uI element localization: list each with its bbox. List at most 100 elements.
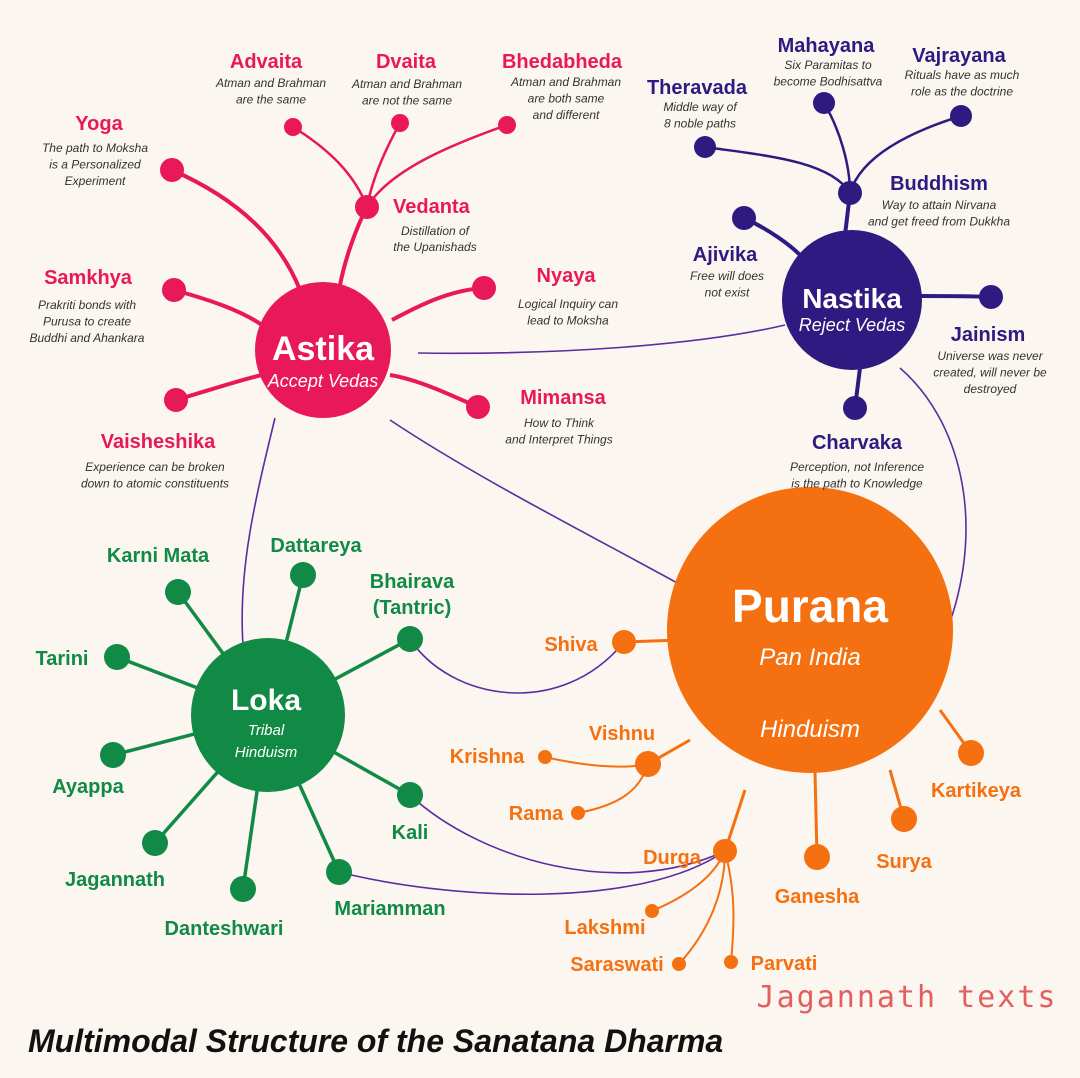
astika-node-dot xyxy=(160,158,184,182)
label: Accept Vedas xyxy=(267,371,378,391)
label: Prakriti bonds with xyxy=(38,298,136,312)
label: Hinduism xyxy=(760,716,860,743)
loka-hub xyxy=(191,638,345,792)
astika-branch xyxy=(391,286,485,322)
label: down to atomic constituents xyxy=(81,477,229,491)
label: Krishna xyxy=(450,746,525,768)
loka-node-dot xyxy=(397,782,423,808)
label: Experience can be broken xyxy=(85,460,225,474)
label: 8 noble paths xyxy=(664,117,736,131)
label: Ganesha xyxy=(775,886,860,908)
label: Rama xyxy=(509,803,564,825)
label: role as the doctrine xyxy=(911,85,1013,99)
label: Perception, not Inference xyxy=(790,460,924,474)
vedanta-branch xyxy=(365,122,402,208)
label: Samkhya xyxy=(44,267,133,289)
label: Bhedabheda xyxy=(502,51,623,73)
nastika-node-dot xyxy=(838,181,862,205)
label: Karni Mata xyxy=(107,545,210,567)
label: Charvaka xyxy=(812,432,903,454)
purana-node-dot xyxy=(571,806,585,820)
label: Mariamman xyxy=(334,898,445,920)
astika-node-dot xyxy=(355,195,379,219)
label: (Tantric) xyxy=(373,597,452,619)
label: Ajivika xyxy=(693,244,758,266)
label: Reject Vedas xyxy=(799,315,905,335)
label: become Bodhisattva xyxy=(774,75,883,89)
label: the Upanishads xyxy=(393,240,476,254)
label: How to Think xyxy=(524,416,595,430)
label: Multimodal Structure of the Sanatana Dha… xyxy=(28,1023,723,1059)
label: Pan India xyxy=(759,644,860,671)
label: created, will never be xyxy=(933,366,1047,380)
label: Advaita xyxy=(230,51,303,73)
label: Logical Inquiry can xyxy=(518,297,618,311)
purana-node-dot xyxy=(958,740,984,766)
purana-branch xyxy=(813,771,819,858)
astika-branch xyxy=(173,288,264,327)
astika-hub xyxy=(255,282,391,418)
vishnu-branch xyxy=(544,756,649,768)
label: Vajrayana xyxy=(912,45,1006,67)
label: Jainism xyxy=(951,324,1025,346)
link-astika-purana xyxy=(389,419,691,591)
purana-node-dot xyxy=(713,839,737,863)
label: and Interpret Things xyxy=(505,433,612,447)
loka-node-dot xyxy=(104,644,130,670)
label: Buddhism xyxy=(890,173,988,195)
label: Ayappa xyxy=(52,776,124,798)
astika-node-dot xyxy=(284,118,302,136)
astika-node-dot xyxy=(164,388,188,412)
label: Theravada xyxy=(647,77,748,99)
astika-branch xyxy=(171,168,302,291)
link-bhairava-shiva xyxy=(409,638,625,694)
label: Purusa to create xyxy=(43,315,131,329)
label: Way to attain Nirvana xyxy=(882,198,997,212)
purana-node-dot xyxy=(891,806,917,832)
astika-node-dot xyxy=(472,276,496,300)
label: Universe was never xyxy=(937,349,1043,363)
label: Nyaya xyxy=(537,265,597,287)
label: Vedanta xyxy=(393,196,471,218)
loka-node-dot xyxy=(142,830,168,856)
astika-branch xyxy=(175,373,263,402)
purana-node-dot xyxy=(672,957,686,971)
label: Atman and Brahman xyxy=(351,77,462,91)
loka-node-dot xyxy=(290,562,316,588)
label: Six Paramitas to xyxy=(784,58,872,72)
purana-node-dot xyxy=(612,630,636,654)
nastika-node-dot xyxy=(694,136,716,158)
astika-node-dot xyxy=(162,278,186,302)
astika-node-dot xyxy=(466,395,490,419)
label: Dvaita xyxy=(376,51,437,73)
label: Kartikeya xyxy=(931,780,1022,802)
label: Vishnu xyxy=(589,723,655,745)
loka-node-dot xyxy=(326,859,352,885)
label: Shiva xyxy=(544,634,598,656)
label: Purana xyxy=(732,580,888,632)
nastika-node-dot xyxy=(732,206,756,230)
label: Durga xyxy=(643,847,702,869)
nastika-node-dot xyxy=(813,92,835,114)
label: The path to Moksha xyxy=(42,141,148,155)
label: Free will does xyxy=(690,269,764,283)
label: Jagannath xyxy=(65,869,165,891)
label: Vaisheshika xyxy=(101,431,216,453)
durga-branch xyxy=(724,850,735,963)
vedanta-branch xyxy=(292,125,369,208)
purana-node-dot xyxy=(804,844,830,870)
durga-branch xyxy=(678,850,726,965)
label: are not the same xyxy=(362,94,452,108)
label: Kali xyxy=(392,822,429,844)
label: are both same xyxy=(528,92,605,106)
nastika-hub xyxy=(782,230,922,370)
label: and different xyxy=(533,108,600,122)
link-nastika-purana xyxy=(899,367,967,623)
label: Jagannath texts xyxy=(757,980,1058,1015)
buddhism-branch xyxy=(704,145,852,194)
purana-node-dot xyxy=(645,904,659,918)
purana-node-dot xyxy=(724,955,738,969)
astika-node-dot xyxy=(391,114,409,132)
nastika-node-dot xyxy=(843,396,867,420)
